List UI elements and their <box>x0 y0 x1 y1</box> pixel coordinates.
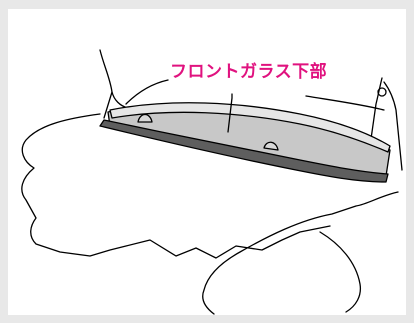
windshield-lower-callout: フロントガラス下部 <box>170 62 328 82</box>
left-hand-outline <box>21 113 331 259</box>
molding-bump-center <box>263 141 279 151</box>
left-clip <box>99 49 113 119</box>
hood-outline <box>305 95 385 111</box>
right-hand-finger <box>319 231 362 313</box>
right-hand-outline <box>202 191 399 315</box>
molding-underside <box>99 119 389 183</box>
callout-leader <box>227 93 233 133</box>
molding-top-edge <box>109 102 391 153</box>
molding-bump-left <box>137 113 153 123</box>
